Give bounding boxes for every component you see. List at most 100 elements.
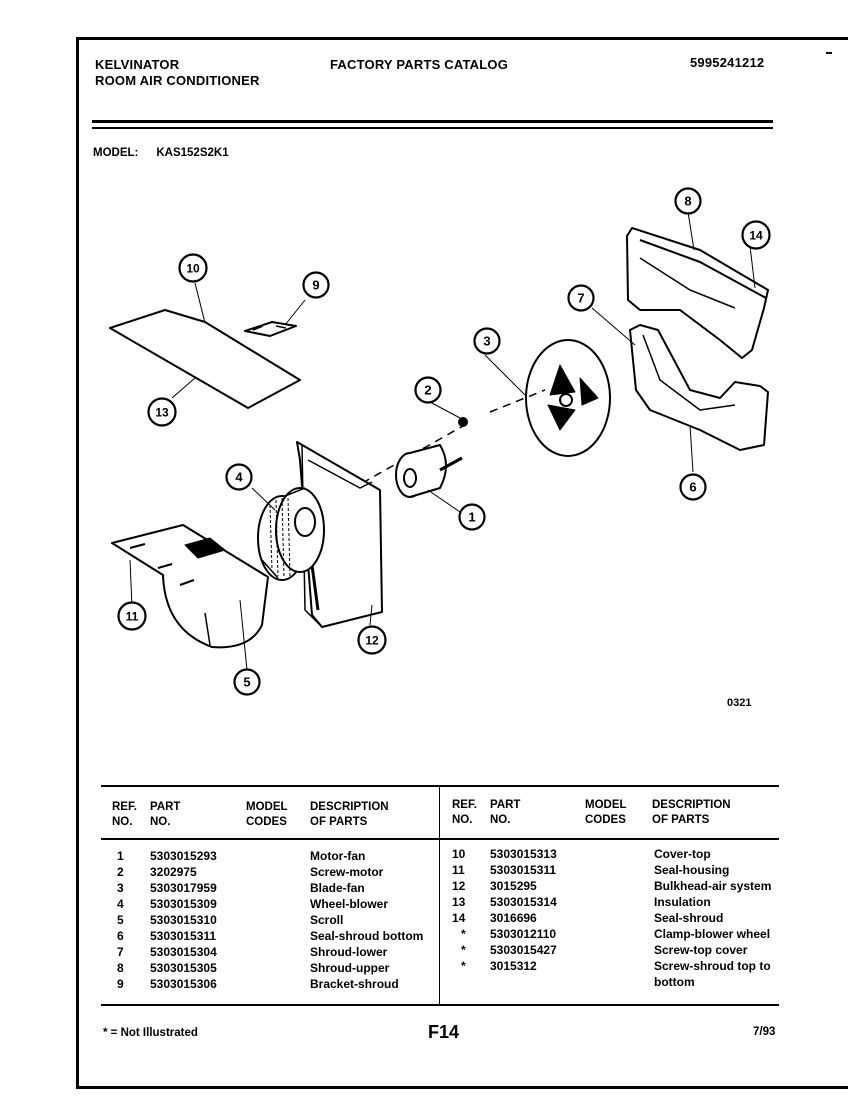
callout-8: 8: [674, 187, 702, 215]
table-cell: 11: [452, 863, 465, 877]
callout-13-label: 13: [155, 406, 169, 420]
callout-3: 3: [473, 327, 501, 355]
right-ref-header: REF. NO.: [452, 799, 477, 826]
left-ref-column: 1 2 3 4 5 6 7 8 9: [117, 848, 124, 992]
callout-9-label: 9: [312, 278, 319, 293]
callout-10: 10: [178, 253, 208, 283]
figure-code: 0321: [727, 697, 752, 709]
table-cell: 8: [117, 961, 124, 975]
table-cell: 4: [117, 897, 124, 911]
table-cell: 3: [117, 881, 124, 895]
table-cell: Scroll: [310, 913, 344, 927]
left-part-header: PART NO.: [150, 801, 181, 828]
right-codes-header: MODEL CODES: [585, 799, 627, 826]
table-cell: Shroud-lower: [310, 945, 388, 959]
callout-14: 14: [741, 220, 771, 250]
callout-12-label: 12: [365, 634, 379, 648]
callout-11: 11: [117, 601, 147, 631]
page-border-bottom: [76, 1086, 848, 1089]
motor-fan-illustration: [395, 444, 463, 498]
bracket-shroud-illustration: [244, 321, 297, 337]
table-cell: Wheel-blower: [310, 897, 389, 911]
callout-7: 7: [567, 284, 595, 312]
table-cell: Seal-housing: [654, 863, 730, 877]
table-cell: Blade-fan: [310, 881, 365, 895]
model-line: MODEL: KAS152S2K1: [93, 147, 247, 159]
table-rule-bottom: [101, 1004, 779, 1006]
table-cell: 1: [117, 849, 124, 863]
scroll-illustration: [111, 524, 269, 649]
brand-block: KELVINATOR ROOM AIR CONDITIONER: [95, 57, 260, 89]
product-type: ROOM AIR CONDITIONER: [95, 73, 260, 88]
left-desc-column: Motor-fan Screw-motor Blade-fan Wheel-bl…: [310, 848, 423, 992]
header-rule-thick: [92, 120, 773, 123]
table-cell: 5303015313: [490, 847, 557, 861]
table-cell: 9: [117, 977, 124, 991]
corner-mark: [826, 52, 832, 54]
table-cell: 5303015314: [490, 895, 557, 909]
right-part-column: 5303015313 5303015311 3015295 5303015314…: [490, 846, 557, 974]
model-value: KAS152S2K1: [156, 147, 229, 159]
left-codes-header: MODEL CODES: [246, 801, 288, 828]
callout-10-label: 10: [186, 262, 200, 276]
table-cell: Seal-shroud bottom: [310, 929, 424, 943]
blade-fan-illustration: [525, 339, 611, 457]
table-cell: 3015312: [490, 959, 537, 973]
not-illustrated-note: * = Not Illustrated: [103, 1027, 198, 1039]
left-desc-header: DESCRIPTION OF PARTS: [310, 801, 389, 828]
callout-12: 12: [357, 625, 387, 655]
table-cell: Cover-top: [654, 847, 711, 861]
table-cell: 6: [117, 929, 124, 943]
table-cell: Clamp-blower wheel: [654, 927, 771, 941]
callout-13: 13: [147, 397, 177, 427]
table-cell: 13: [452, 895, 466, 909]
table-cell: 5303015311: [150, 929, 217, 943]
right-desc-header: DESCRIPTION OF PARTS: [652, 799, 731, 826]
page-number: F14: [428, 1022, 460, 1042]
callout-14-label: 14: [749, 229, 763, 243]
left-ref-header: REF. NO.: [112, 801, 137, 828]
callout-2: 2: [414, 376, 442, 404]
table-cell: 5303015305: [150, 961, 217, 975]
table-cell: *: [461, 943, 466, 957]
table-cell: 5303015310: [150, 913, 217, 927]
table-cell: 5303015293: [150, 849, 217, 863]
exploded-parts-diagram: 1 2 3 4 5 6 7 8 9 10 11 12 13 14: [109, 187, 771, 696]
model-label: MODEL:: [93, 147, 139, 159]
table-cell: 12: [452, 879, 466, 893]
cover-top-illustration: [109, 309, 301, 409]
header-rule-thin: [92, 127, 773, 129]
page-border-top: [76, 37, 848, 40]
table-cell: Screw-motor: [310, 865, 384, 879]
table-cell: Screw-shroud top to: [654, 959, 771, 973]
revision-date: 7/93: [753, 1026, 776, 1038]
callout-5-label: 5: [243, 675, 250, 690]
table-cell: 5: [117, 913, 124, 927]
callout-9: 9: [302, 271, 330, 299]
table-cell: *: [461, 927, 466, 941]
callout-1-label: 1: [468, 510, 475, 525]
table-cell: Shroud-upper: [310, 961, 390, 975]
right-desc-column: Cover-top Seal-housing Bulkhead-air syst…: [654, 846, 771, 990]
table-cell: 5303015304: [150, 945, 217, 959]
callout-8-label: 8: [684, 194, 691, 209]
page-border-left: [76, 37, 79, 1089]
table-cell: Motor-fan: [310, 849, 366, 863]
table-cell: 5303015311: [490, 863, 557, 877]
table-cell: 10: [452, 847, 466, 861]
callout-4: 4: [225, 463, 253, 491]
table-cell: 5303015306: [150, 977, 217, 991]
right-part-header: PART NO.: [490, 799, 521, 826]
left-part-column: 5303015293 3202975 5303017959 5303015309…: [150, 848, 217, 992]
brand-name: KELVINATOR: [95, 57, 180, 72]
table-cell: 5303017959: [150, 881, 217, 895]
catalog-number: 5995241212: [690, 55, 765, 70]
table-cell: 2: [117, 865, 124, 879]
callout-5: 5: [233, 668, 261, 696]
table-cell: Screw-top cover: [654, 943, 748, 957]
table-cell: 5303015427: [490, 943, 557, 957]
table-cell: bottom: [654, 975, 695, 989]
table-cell: Bulkhead-air system: [654, 879, 772, 893]
table-cell: 7: [117, 945, 124, 959]
